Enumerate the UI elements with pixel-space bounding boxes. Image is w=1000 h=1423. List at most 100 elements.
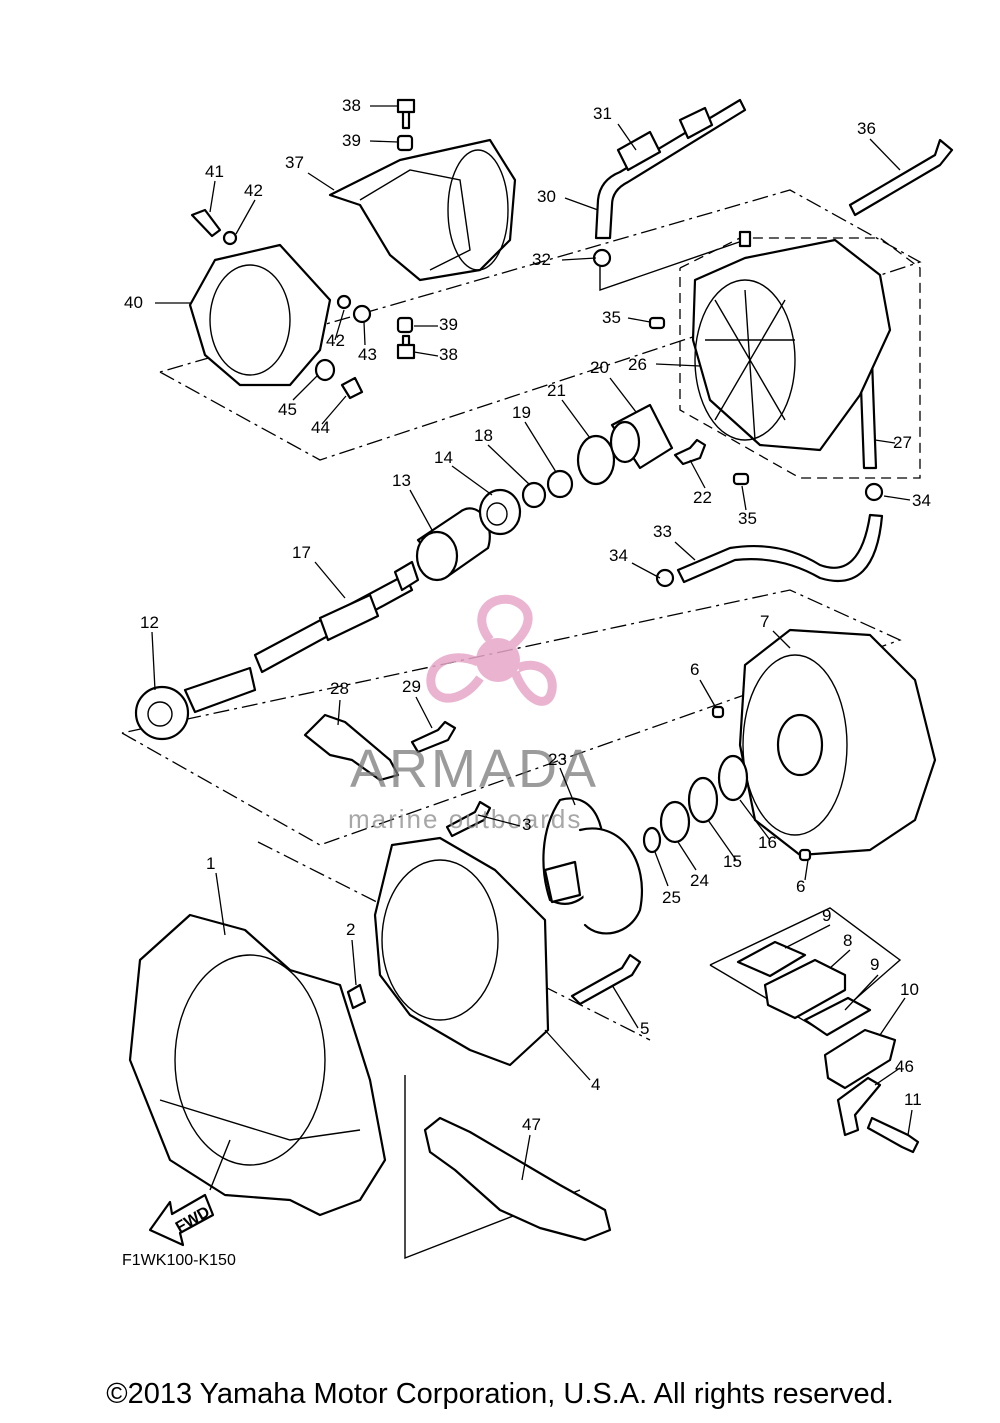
callout-41: 41 (205, 162, 224, 181)
pin-6-lower (798, 848, 812, 862)
callout-47: 47 (522, 1115, 541, 1134)
callout-16: 16 (758, 833, 777, 852)
watermark-blade-right (510, 660, 557, 706)
leader-line (741, 485, 747, 511)
leader-line (631, 562, 661, 579)
collar-2 (346, 983, 367, 1010)
callout-30: 30 (537, 187, 556, 206)
callout-46: 46 (895, 1057, 914, 1076)
gasket-9-left (736, 940, 807, 978)
leader-lines (151, 105, 913, 1181)
callout-22: 22 (693, 488, 712, 507)
leader-line (561, 399, 591, 439)
hoses (592, 98, 954, 588)
hose-33 (676, 513, 884, 584)
bolt-36 (848, 138, 954, 217)
callout-38-top: 38 (342, 96, 361, 115)
bearing-12 (134, 685, 190, 741)
pin-6-upper (711, 705, 725, 719)
callout-15: 15 (723, 852, 742, 871)
nozzle-housing-26 (691, 230, 892, 452)
drive-shaft-17 (183, 666, 257, 714)
callout-17: 17 (292, 543, 311, 562)
leader-line (699, 679, 717, 709)
collar-39-top (396, 134, 414, 152)
leader-line (739, 799, 771, 841)
watermark-blade-left (426, 653, 484, 703)
pin-35-lower (732, 472, 750, 486)
callout-35-upper: 35 (602, 308, 621, 327)
collar-45 (314, 358, 336, 382)
callout-25: 25 (662, 888, 681, 907)
clamp-34-lower (655, 568, 675, 588)
callout-29: 29 (402, 677, 421, 696)
leader-line (477, 814, 521, 827)
callout-35-lower: 35 (738, 509, 757, 528)
callout-10: 10 (900, 980, 919, 999)
bracket-28 (303, 713, 400, 782)
leader-line (844, 974, 879, 1011)
pump-housing-4 (346, 836, 642, 1067)
bracket-group (303, 713, 492, 838)
seal-15 (687, 776, 719, 824)
leader-line (521, 1134, 531, 1181)
callout-5: 5 (640, 1019, 649, 1038)
leader-line (907, 1109, 913, 1136)
callout-12: 12 (140, 613, 159, 632)
leader-line (337, 699, 341, 726)
leader-line (413, 351, 439, 357)
fwd-arrow: FWD (148, 1193, 215, 1247)
intake-base-1 (128, 913, 387, 1217)
leader-line (209, 180, 216, 213)
watermark-hub (476, 638, 520, 682)
callout-8: 8 (843, 931, 852, 950)
leader-line (151, 631, 156, 691)
leader-line (804, 859, 809, 881)
clamp-32 (592, 248, 612, 268)
leader-line (617, 123, 637, 151)
upper-housings (188, 98, 517, 400)
leader-line (314, 561, 346, 599)
plate-8 (763, 958, 847, 1020)
leader-line (654, 851, 669, 887)
leader-line (415, 696, 433, 729)
callout-20: 20 (590, 358, 609, 377)
callout-42-right: 42 (326, 331, 345, 350)
washer-42-top (222, 230, 238, 246)
leader-line (874, 1067, 901, 1086)
leader-line (869, 138, 901, 171)
callout-7: 7 (760, 612, 769, 631)
callout-33: 33 (653, 522, 672, 541)
gasket-9-right (803, 996, 872, 1037)
bolt-29 (410, 720, 457, 754)
seal-16 (717, 754, 749, 802)
callout-9-top: 9 (822, 906, 831, 925)
callout-3: 3 (522, 815, 531, 834)
leader-line (689, 459, 706, 489)
callout-40: 40 (124, 293, 143, 312)
callout-43: 43 (358, 345, 377, 364)
callout-36: 36 (857, 119, 876, 138)
leader-line (609, 377, 637, 413)
callout-32: 32 (532, 250, 551, 269)
bolt-44 (340, 376, 364, 400)
callout-39-top: 39 (342, 131, 361, 150)
diagram-code: F1WK100-K150 (122, 1252, 236, 1269)
watermark-brand: ARMADA (350, 739, 599, 799)
armada-watermark-logo (426, 594, 557, 706)
leader-line (883, 495, 911, 501)
bolt-38-top (396, 98, 416, 130)
duct-37 (328, 138, 517, 282)
leader-line (879, 997, 906, 1036)
nut-43 (352, 304, 372, 324)
seal-19 (546, 469, 574, 499)
callout-38-bottom: 38 (439, 345, 458, 364)
cover-plates (736, 940, 920, 1154)
collar-39-bottom (396, 316, 414, 334)
housing-40 (188, 243, 332, 387)
hose-30 (594, 98, 747, 240)
watermark-blade-top (477, 594, 533, 649)
callout-26: 26 (628, 355, 647, 374)
leader-line (561, 257, 597, 261)
